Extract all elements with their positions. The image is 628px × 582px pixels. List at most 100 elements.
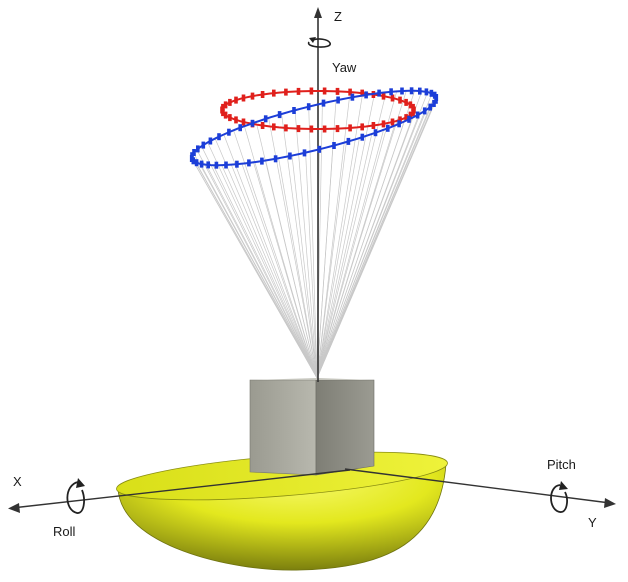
lower-ring-marker <box>247 159 251 167</box>
lower-ring-marker <box>277 111 282 119</box>
beam-ray <box>191 155 318 379</box>
upper-ring-marker <box>390 94 395 102</box>
upper-ring-marker <box>411 109 415 117</box>
lower-ring-marker <box>306 103 311 111</box>
lower-ring-marker <box>429 89 434 97</box>
lower-ring-marker <box>364 91 368 99</box>
upper-ring-marker <box>404 98 408 106</box>
lower-ring-marker <box>332 142 336 149</box>
z-axis <box>314 7 322 382</box>
sensor-box <box>249 378 375 476</box>
upper-ring-marker <box>348 88 352 96</box>
upper-ring-marker <box>228 98 232 106</box>
lower-ring-marker <box>217 133 221 141</box>
upper-ring-marker <box>234 116 238 124</box>
upper-ring-marker <box>223 111 228 119</box>
lower-ring-marker <box>214 161 219 169</box>
beam-ray <box>316 95 436 379</box>
beam-ray <box>233 130 318 379</box>
lower-ring-marker <box>192 149 196 156</box>
beam-ray <box>316 93 375 379</box>
lower-ring-marker <box>432 91 437 99</box>
lower-ring-marker <box>273 155 278 163</box>
z-axis-label: Z <box>334 9 342 24</box>
upper-ring-marker <box>360 123 364 131</box>
lower-ring-marker <box>434 96 438 104</box>
upper-ring-marker <box>221 103 225 111</box>
upper-ring-marker <box>348 124 352 132</box>
beam-ray <box>316 93 433 379</box>
upper-ring-marker <box>335 87 340 95</box>
y-axis-label: Y <box>588 515 597 530</box>
beam-ray <box>255 121 318 379</box>
lower-ring-marker <box>190 152 194 160</box>
lower-ring-marker <box>321 99 326 107</box>
upper-ring-marker <box>381 120 386 128</box>
lower-ring-marker <box>336 96 340 104</box>
beam-ray <box>305 152 318 379</box>
upper-ring-marker <box>335 125 340 133</box>
roll-label: Roll <box>53 524 76 539</box>
upper-ring <box>220 87 416 133</box>
lower-ring-marker <box>397 120 401 128</box>
beam-ray <box>278 158 318 379</box>
upper-ring-marker <box>260 91 265 98</box>
upper-ring-marker <box>272 123 276 131</box>
beam-ray <box>316 92 387 379</box>
lower-ring-marker <box>415 111 420 119</box>
upper-ring-marker <box>309 125 314 133</box>
upper-ring-marker <box>272 89 276 97</box>
upper-ring-marker <box>371 122 376 129</box>
upper-ring-marker <box>322 125 327 133</box>
lower-ring-marker <box>389 88 393 96</box>
upper-ring-marker <box>322 87 327 95</box>
lower-ring-marker <box>227 128 231 136</box>
upper-ring-marker <box>296 87 301 95</box>
lower-ring-marker <box>346 137 351 145</box>
lower-ring-marker <box>194 159 199 167</box>
upper-ring-marker <box>411 103 415 111</box>
upper-ring-marker <box>398 96 402 104</box>
pitch-label: Pitch <box>547 457 576 472</box>
lower-ring-marker <box>422 107 427 115</box>
lower-ring-marker <box>407 115 411 123</box>
upper-ring-marker <box>309 87 314 95</box>
beam-ray <box>316 97 350 379</box>
beam-ray <box>316 92 428 379</box>
upper-ring-marker <box>398 116 402 124</box>
lower-ring-marker <box>360 133 365 141</box>
beam-ray <box>223 134 318 379</box>
upper-ring-marker <box>228 114 232 122</box>
lower-ring-marker <box>238 124 242 132</box>
upper-ring-marker <box>260 122 265 129</box>
lower-ring-marker <box>409 87 414 95</box>
lower-ring-marker <box>292 107 296 114</box>
beam-ray <box>291 155 318 379</box>
lower-ring-marker <box>428 103 432 111</box>
beam-ray <box>316 129 384 379</box>
lower-ring-marker <box>260 157 264 165</box>
beam-ray <box>316 90 407 379</box>
upper-ring-marker <box>241 118 246 126</box>
beam-ray <box>316 95 363 379</box>
lower-ring-marker <box>263 115 268 123</box>
lower-ring-marker <box>317 145 322 153</box>
lower-ring-marker <box>373 129 378 137</box>
lower-ring-marker <box>224 161 228 169</box>
upper-ring-marker <box>223 101 228 109</box>
beam-ray <box>281 113 318 379</box>
beam-ray <box>214 138 318 379</box>
upper-ring-marker <box>390 118 395 126</box>
lower-ring-marker <box>199 160 204 168</box>
beam-ray <box>244 126 318 379</box>
yaw-rotation-icon <box>308 37 331 48</box>
beam-ray <box>230 164 318 379</box>
beam-ray <box>316 90 416 379</box>
upper-ring-marker <box>234 96 238 104</box>
beam-ray <box>241 163 318 379</box>
upper-ring-marker <box>284 124 288 132</box>
upper-ring-marker <box>408 111 413 119</box>
upper-ring-marker <box>381 92 386 100</box>
lower-ring-marker <box>250 119 255 127</box>
lower-ring-marker <box>418 87 422 95</box>
